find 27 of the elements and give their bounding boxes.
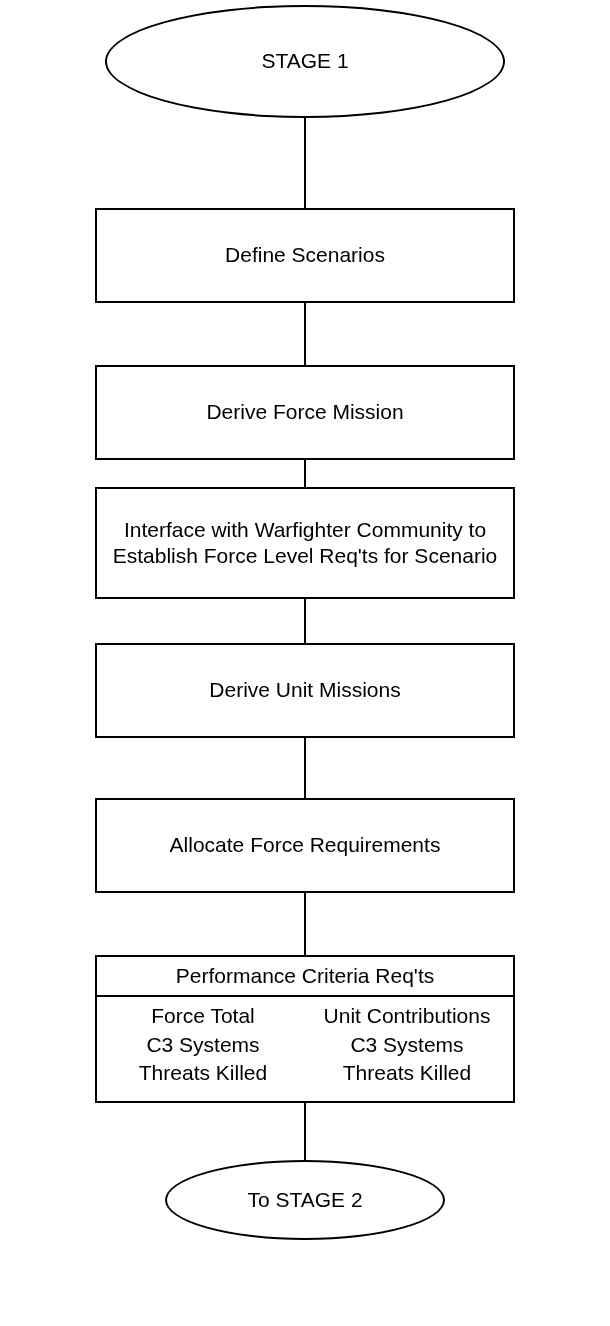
node-text: Derive Unit Missions <box>209 677 401 704</box>
connector-line <box>304 459 306 488</box>
connector-line <box>304 892 306 956</box>
process-box <box>95 487 515 599</box>
node-text: Threats Killed <box>137 1059 269 1086</box>
process-box <box>95 365 515 460</box>
connector-line <box>304 302 306 366</box>
node-text: Performance Criteria Req'ts <box>175 963 435 989</box>
criteria-table-box <box>95 955 515 1103</box>
connector-line <box>304 598 306 644</box>
node-text: Derive Force Mission <box>206 399 404 426</box>
node-text: To STAGE 2 <box>247 1186 363 1213</box>
node-text: Interface with Warfighter Community to Establish Force Level Req'ts for Scenario <box>111 516 499 569</box>
connector-line <box>304 1102 306 1161</box>
node-text: Unit Contributions <box>322 1003 492 1030</box>
connector-line <box>304 737 306 799</box>
node-text: Allocate Force Requirements <box>169 832 441 859</box>
connector-line <box>304 117 306 209</box>
node-text: C3 Systems <box>145 1031 261 1058</box>
node-text: Define Scenarios <box>225 242 385 269</box>
process-box <box>95 643 515 738</box>
node-text: STAGE 1 <box>261 48 349 75</box>
node-text: Force Total <box>150 1003 256 1030</box>
node-text: Threats Killed <box>341 1059 473 1086</box>
node-text: C3 Systems <box>349 1031 465 1058</box>
process-box <box>95 798 515 893</box>
process-box <box>95 208 515 303</box>
